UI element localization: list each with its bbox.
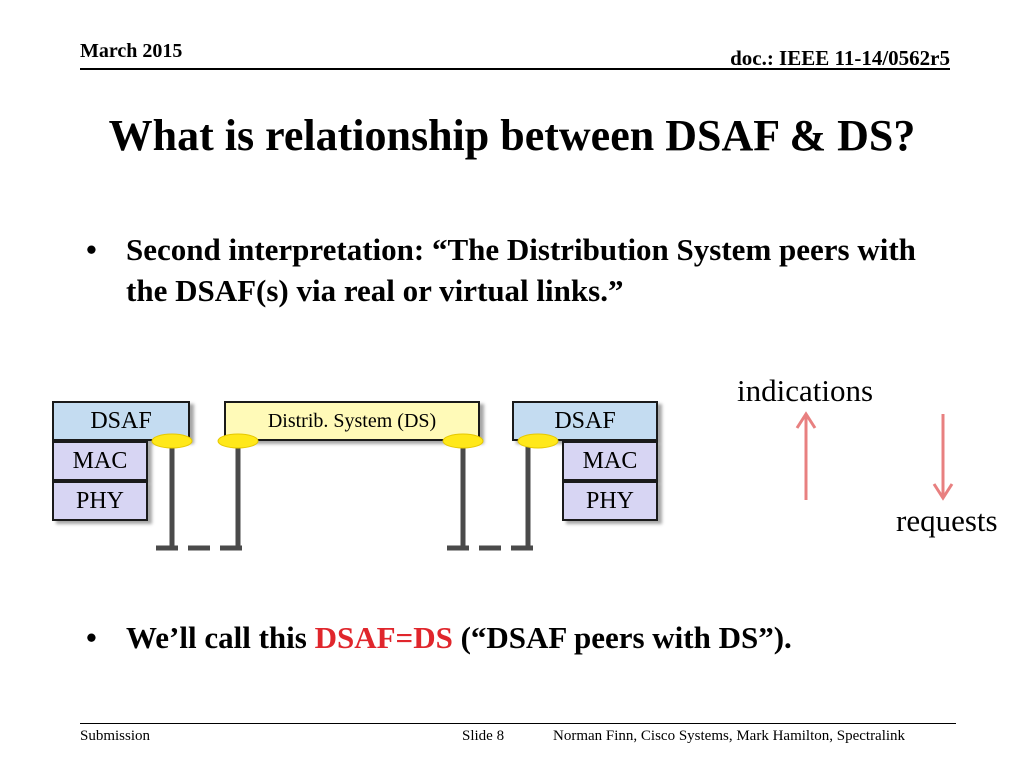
footer-divider xyxy=(80,723,956,724)
arrow-down-head xyxy=(932,483,954,501)
footer-slide-number: Slide 8 xyxy=(462,728,505,744)
ds-box: Distrib. System (DS) xyxy=(224,401,480,441)
bullet-second: • We’ll call this DSAF=DS (“DSAF peers w… xyxy=(86,617,946,658)
footer-authors: Norman Finn, Cisco Systems, Mark Hamilto… xyxy=(553,728,906,744)
slide-title: What is relationship between DSAF & DS? xyxy=(108,111,916,160)
bullet-second-suffix: (“DSAF peers with DS”). xyxy=(452,620,792,655)
bullet-marker: • xyxy=(86,232,97,267)
bullet-first-text: Second interpretation: “The Distribution… xyxy=(126,232,916,308)
footer-submission: Submission xyxy=(80,728,151,744)
left-phy-box: PHY xyxy=(52,481,148,521)
right-dsaf-box: DSAF xyxy=(512,401,658,441)
left-mac-box: MAC xyxy=(52,441,148,481)
label-indications: indications xyxy=(737,373,874,408)
header-date: March 2015 xyxy=(80,40,183,62)
bullet-second-highlight: DSAF=DS xyxy=(314,620,453,655)
bullet-first: • Second interpretation: “The Distributi… xyxy=(86,229,946,311)
label-requests: requests xyxy=(896,503,998,538)
header-doc-id: doc.: IEEE 11-14/0562r5 xyxy=(730,46,950,70)
bullet-marker: • xyxy=(86,620,97,655)
header-divider xyxy=(80,68,950,70)
arrow-up-head xyxy=(795,411,817,429)
right-mac-box: MAC xyxy=(562,441,658,481)
right-phy-box: PHY xyxy=(562,481,658,521)
left-dsaf-box: DSAF xyxy=(52,401,190,441)
bullet-second-prefix: We’ll call this xyxy=(126,620,315,655)
